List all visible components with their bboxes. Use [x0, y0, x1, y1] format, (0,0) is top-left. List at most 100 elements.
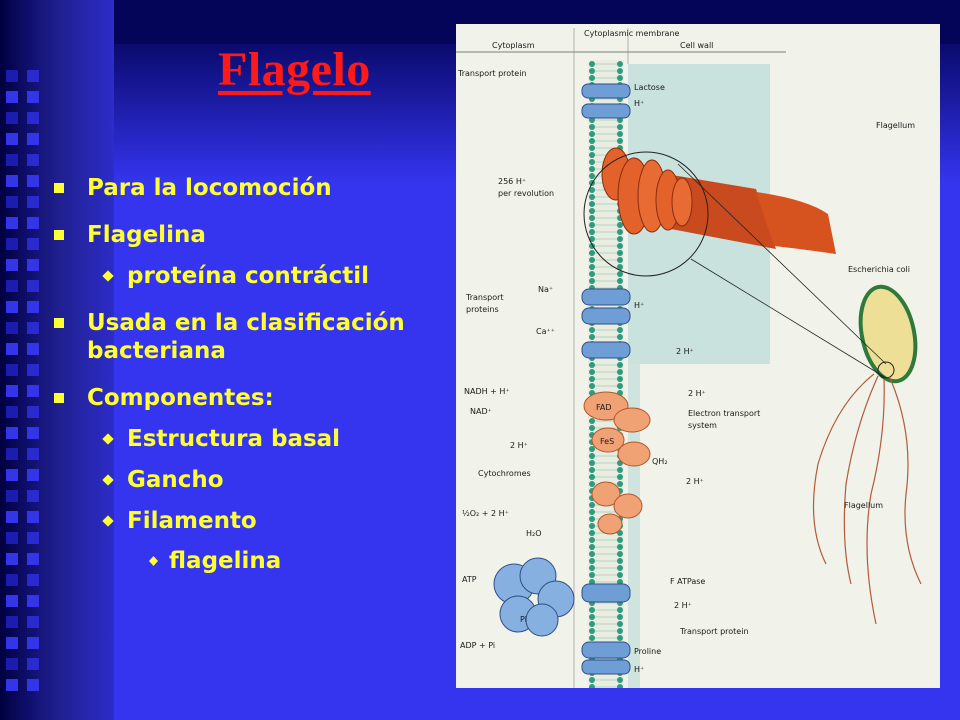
slide-title: Flagelo: [218, 43, 371, 96]
decorative-square: [6, 70, 18, 82]
decorative-square: [27, 280, 39, 292]
flagellum-hook: [666, 174, 776, 249]
lipid-head: [589, 208, 595, 214]
lipid-head: [589, 572, 595, 578]
lipid-head: [589, 61, 595, 67]
bullet-marker: [54, 318, 64, 328]
decorative-square: [27, 217, 39, 229]
lipid-head: [617, 621, 623, 627]
lipid-head: [589, 628, 595, 634]
decorative-squares-column: [6, 70, 18, 710]
lipid-head: [617, 131, 623, 137]
atp-synthase: [493, 557, 575, 637]
bullet-marker: [149, 556, 158, 566]
left-decorative-stripe: [0, 0, 114, 720]
label-adp: ADP + Pi: [460, 641, 495, 650]
label-h-plus: H⁺: [634, 99, 644, 108]
decorative-square: [6, 154, 18, 166]
bullet-text: Para la locomoción: [87, 175, 332, 201]
decorative-square: [6, 91, 18, 103]
bullet-text: Estructura basal: [127, 426, 341, 452]
decorative-square: [27, 553, 39, 565]
decorative-square: [6, 406, 18, 418]
lipid-head: [589, 425, 595, 431]
label-system: system: [688, 421, 717, 430]
lipid-head: [589, 75, 595, 81]
bullet-item-level1: Usada en la clasificación bacteriana: [52, 309, 442, 365]
decorative-square: [27, 91, 39, 103]
bullet-marker: [54, 393, 64, 403]
decorative-square: [27, 406, 39, 418]
decorative-square: [6, 196, 18, 208]
label-escherichia-coli: Escherichia coli: [848, 265, 910, 274]
decorative-square: [6, 616, 18, 628]
lipid-head: [617, 376, 623, 382]
label-2h-5: 2 H⁺: [674, 601, 692, 610]
label-transport-protein: Transport protein: [457, 69, 527, 78]
lipid-head: [617, 222, 623, 228]
label-nadh: NADH + H⁺: [464, 387, 510, 396]
decorative-square: [6, 280, 18, 292]
bullet-marker: [102, 433, 114, 445]
decorative-square: [27, 595, 39, 607]
lipid-head: [589, 551, 595, 557]
lipid-head: [589, 537, 595, 543]
label-f-atpase: F ATPase: [670, 577, 705, 586]
label-2h: 2 H⁺: [676, 347, 694, 356]
lipid-head: [589, 138, 595, 144]
decorative-square: [27, 532, 39, 544]
lipid-head: [617, 677, 623, 683]
decorative-square: [6, 574, 18, 586]
bullet-text: Usada en la clasificación bacteriana: [87, 310, 405, 364]
bullet-item-level1: Flagelina: [52, 221, 442, 249]
label-proline: Proline: [634, 647, 661, 656]
lipid-head: [617, 68, 623, 74]
decorative-square: [27, 175, 39, 187]
lipid-head: [589, 187, 595, 193]
lipid-head: [617, 138, 623, 144]
decorative-square: [27, 238, 39, 250]
lipid-head: [589, 166, 595, 172]
label-flagellum: Flagellum: [876, 121, 915, 130]
lipid-head: [589, 145, 595, 151]
bullet-text: Componentes:: [87, 385, 274, 411]
lipid-head: [589, 684, 595, 688]
decorative-square: [6, 532, 18, 544]
label-lactose: Lactose: [634, 83, 665, 92]
lipid-head: [589, 516, 595, 522]
label-2h-3: 2 H⁺: [510, 441, 528, 450]
decorative-square: [27, 490, 39, 502]
label-transport: Transport: [465, 293, 504, 302]
bullet-text: Flagelina: [87, 222, 206, 248]
decorative-square: [6, 343, 18, 355]
decorative-square: [27, 196, 39, 208]
decorative-square: [6, 238, 18, 250]
lipid-head: [589, 236, 595, 242]
lipid-head: [589, 278, 595, 284]
bullet-marker: [102, 270, 114, 282]
label-cytoplasm: Cytoplasm: [492, 41, 535, 50]
lipid-head: [589, 68, 595, 74]
lipid-head: [617, 264, 623, 270]
lipid-head: [589, 194, 595, 200]
lipid-head: [589, 250, 595, 256]
lipid-head: [589, 376, 595, 382]
decorative-squares-column: [27, 70, 39, 710]
decorative-square: [6, 301, 18, 313]
label-per-revolution: per revolution: [498, 189, 554, 198]
label-h2o: H₂O: [526, 529, 542, 538]
lipid-head: [589, 362, 595, 368]
lipid-head: [589, 558, 595, 564]
label-electron-transport: Electron transport: [688, 409, 760, 418]
label-cytoplasmic-membrane: Cytoplasmic membrane: [584, 29, 680, 38]
lipid-head: [589, 327, 595, 333]
label-qh2: QH₂: [652, 457, 668, 466]
lipid-head: [589, 474, 595, 480]
decorative-square: [6, 217, 18, 229]
decorative-square: [6, 175, 18, 187]
basal-body-motor: [601, 147, 693, 235]
lipid-head: [617, 75, 623, 81]
label-ca-plus: Ca⁺⁺: [536, 327, 555, 336]
label-2h-2: 2 H⁺: [688, 389, 706, 398]
